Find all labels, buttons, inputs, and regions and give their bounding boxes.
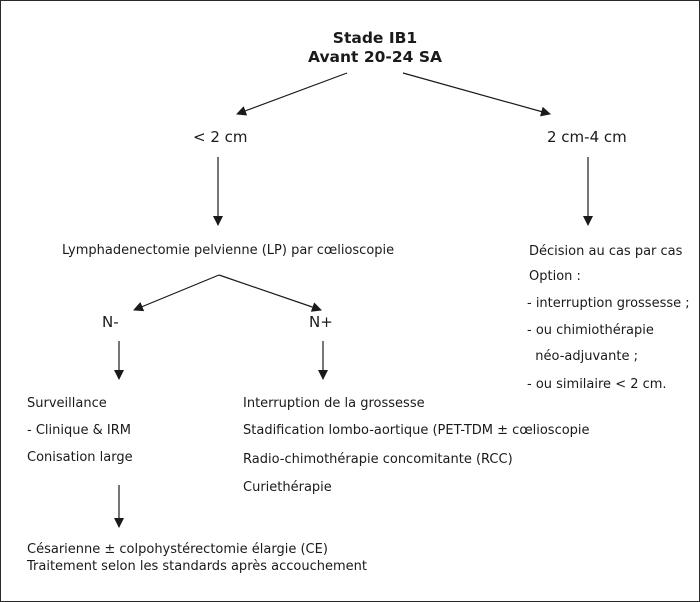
title-stage: Stade IB1 (332, 29, 418, 47)
decision-line-5: néo-adjuvante ; (527, 349, 638, 364)
nplus-line-4: Curiethérapie (243, 480, 332, 495)
title-gestation: Avant 20-24 SA (308, 48, 442, 66)
arrow-lp-to-nplus (218, 274, 322, 312)
arrow-title-to-small (236, 72, 348, 116)
arrow-lp-to-nminus (133, 274, 220, 312)
step-lymphadenectomy: Lymphadenectomie pelvienne (LP) par cœli… (62, 243, 395, 258)
final-line-1: Césarienne ± colpohystérectomie élargie … (27, 542, 328, 557)
label-large-tumor: 2 cm-4 cm (547, 128, 627, 146)
decision-line-6: - ou similaire < 2 cm. (527, 377, 667, 392)
label-small-tumor: < 2 cm (193, 128, 248, 146)
arrow-title-to-large (402, 72, 551, 117)
decision-line-2: Option : (529, 269, 581, 284)
nminus-line-1: Surveillance (27, 396, 107, 411)
nminus-line-3: Conisation large (27, 450, 133, 465)
label-n-minus: N- (102, 313, 119, 331)
decision-line-3: - interruption grossesse ; (527, 296, 690, 311)
nplus-line-3: Radio-chimothérapie concomitante (RCC) (243, 452, 513, 467)
nminus-line-2: - Clinique & IRM (27, 423, 131, 438)
label-n-plus: N+ (309, 313, 333, 331)
nplus-line-2: Stadification lombo-aortique (PET-TDM ± … (243, 423, 590, 438)
final-line-2: Traitement selon les standards après acc… (27, 559, 367, 574)
decision-line-1: Décision au cas par cas (529, 244, 683, 259)
decision-line-4: - ou chimiothérapie (527, 323, 654, 338)
nplus-line-1: Interruption de la grossesse (243, 396, 425, 411)
